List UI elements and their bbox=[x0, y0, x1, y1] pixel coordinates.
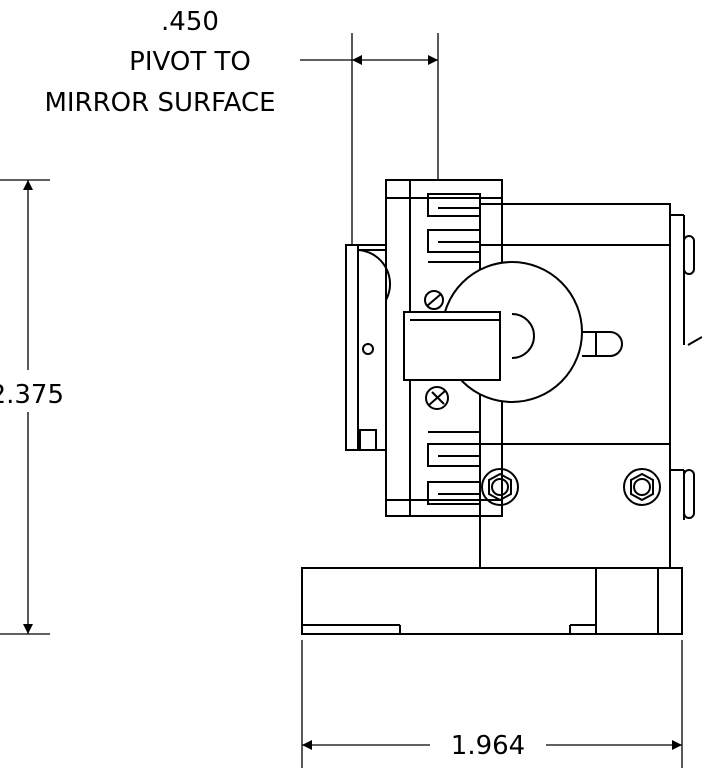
mirror-holder bbox=[345, 244, 391, 451]
pivot-label-line1: PIVOT TO bbox=[129, 47, 251, 77]
pivot-dimension: .450 PIVOT TO MIRROR SURFACE bbox=[44, 7, 439, 245]
adjustment-screws bbox=[424, 290, 449, 410]
width-dimension: 1.964 bbox=[301, 640, 683, 768]
pivot-label-line2: MIRROR SURFACE bbox=[44, 88, 275, 118]
base-plate bbox=[301, 567, 683, 635]
height-dimension: 2.375 bbox=[0, 179, 64, 635]
hex-screw-right bbox=[623, 468, 661, 506]
pivot-dimension-value: .450 bbox=[161, 7, 219, 37]
hex-screw-left bbox=[481, 468, 519, 506]
pivot-ring bbox=[403, 261, 623, 403]
height-dimension-value: 2.375 bbox=[0, 380, 64, 410]
width-dimension-value: 1.964 bbox=[451, 731, 525, 761]
